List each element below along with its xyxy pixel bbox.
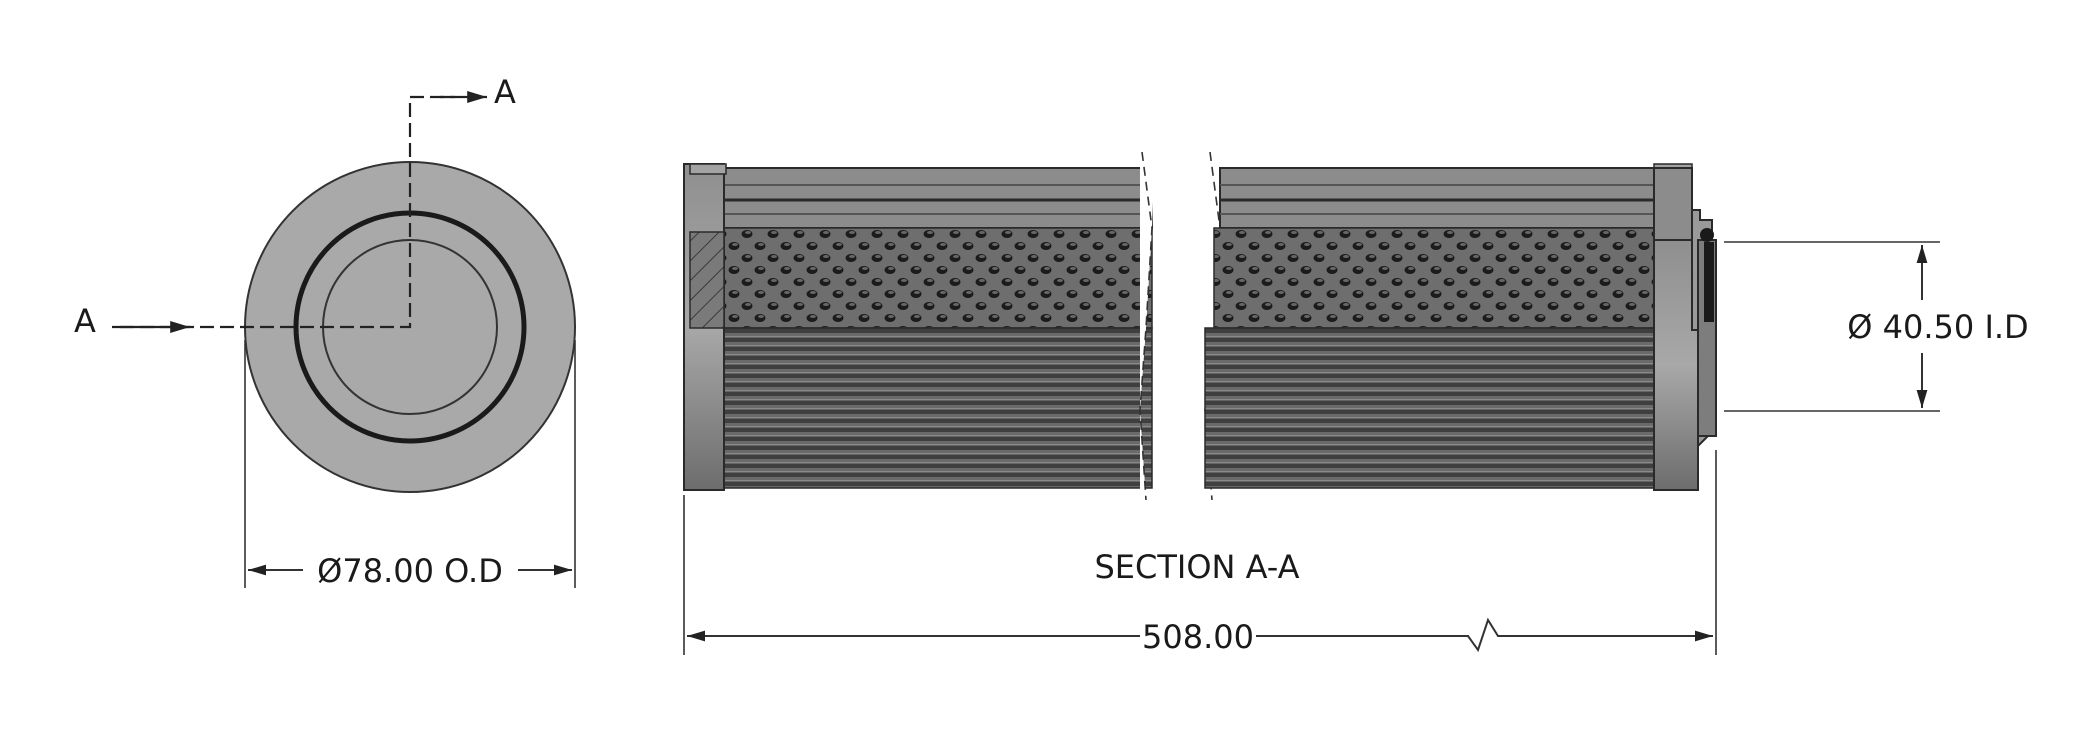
pleated-media-right xyxy=(1204,327,1655,489)
top-rail-right xyxy=(1219,167,1693,229)
end-view: A A Ø78.00 O.D xyxy=(74,73,576,590)
length-dimension-line-right xyxy=(1256,617,1713,653)
pleated-media-left xyxy=(723,327,1153,489)
top-rail-left xyxy=(689,167,1153,229)
od-dimension-label: Ø78.00 O.D xyxy=(317,552,503,590)
perforated-core-right xyxy=(1213,227,1655,329)
section-title: SECTION A-A xyxy=(1094,548,1299,586)
length-dimension-label: 508.00 xyxy=(1142,618,1254,656)
section-marker-top: A xyxy=(494,73,516,111)
filter-body-left xyxy=(683,163,1153,491)
o-ring xyxy=(1700,228,1714,242)
section-cut-line xyxy=(120,95,455,329)
section-marker-left: A xyxy=(74,302,96,340)
filter-body-right xyxy=(1204,163,1717,491)
section-view: SECTION A-A 508.00 Ø 40.50 I.D xyxy=(683,150,2029,656)
perforated-core-left xyxy=(723,227,1153,329)
id-dimension-label: Ø 40.50 I.D xyxy=(1847,308,2028,346)
left-endcap-section-hatch xyxy=(689,231,725,329)
